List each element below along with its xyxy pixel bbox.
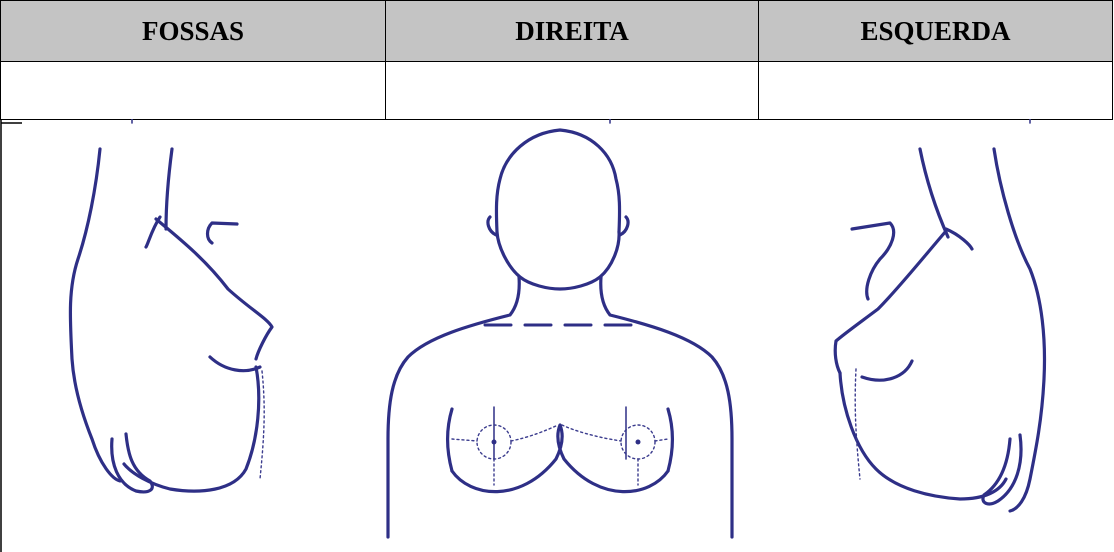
lateral-dotted-line (855, 369, 860, 479)
breast-diagram-svg (0, 119, 1114, 552)
value-row (1, 62, 1113, 120)
header-fossas: FOSSAS (1, 1, 386, 62)
breast-fold (862, 361, 912, 380)
arm-contour (920, 149, 948, 237)
arm-contour (166, 149, 172, 229)
cell-fossas[interactable] (1, 62, 386, 120)
frontal-view (388, 130, 732, 537)
ears (488, 217, 628, 235)
cell-direita[interactable] (386, 62, 759, 120)
inframammary-contour (452, 425, 668, 492)
right-shoulder-contour (601, 277, 732, 537)
breast-fold (210, 357, 260, 371)
axilla-hook (208, 223, 238, 243)
head-contour (496, 130, 619, 232)
lateral-dotted-line (260, 371, 264, 479)
cell-esquerda[interactable] (759, 62, 1113, 120)
breast-diagram (0, 119, 1114, 552)
nipple-left (636, 440, 641, 445)
axilla-hook (852, 223, 894, 299)
right-lateral-view (70, 149, 272, 492)
nipple-right (492, 440, 497, 445)
header-direita: DIREITA (386, 1, 759, 62)
abdomen-contour (840, 373, 1006, 499)
left-lateral-view (835, 149, 1044, 511)
lower-fold (112, 434, 153, 492)
left-shoulder-contour (388, 277, 519, 537)
header-row: FOSSAS DIREITA ESQUERDA (1, 1, 1113, 62)
header-esquerda: ESQUERDA (759, 1, 1113, 62)
chest-contour (835, 229, 972, 373)
abdomen-contour (124, 367, 259, 491)
back-contour (70, 149, 120, 481)
fossas-table: FOSSAS DIREITA ESQUERDA (0, 0, 1113, 120)
